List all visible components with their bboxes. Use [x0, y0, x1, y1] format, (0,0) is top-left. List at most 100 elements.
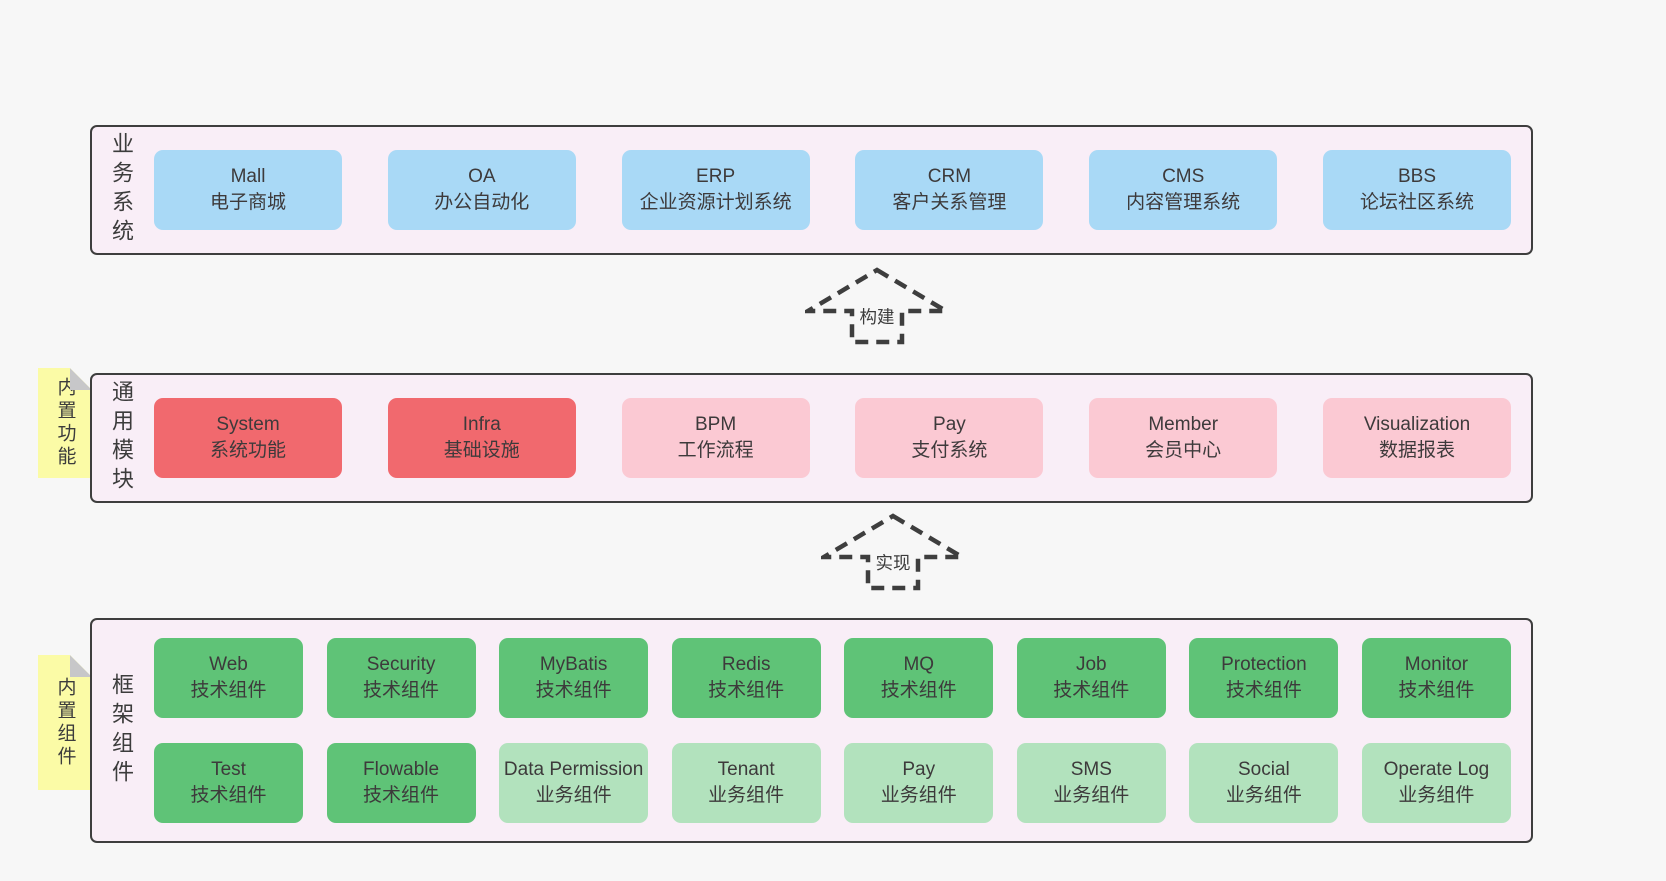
box-crm: CRM 客户关系管理 — [855, 150, 1044, 230]
arrow-label: 构建 — [856, 304, 898, 329]
box-title: CRM — [927, 165, 972, 187]
box-subtitle: 企业资源计划系统 — [639, 192, 792, 213]
section-label-framework-components: 框架组件 — [109, 672, 134, 789]
box-title: MyBatis — [539, 653, 608, 675]
section-label-common-modules: 通用模块 — [109, 380, 134, 496]
section-business-systems: 业务系统 Mall 电子商城 OA 办公自动化 ERP 企业资源计划系统 CRM… — [90, 125, 1533, 255]
box-subtitle: 数据报表 — [1378, 440, 1455, 461]
box-title: Web — [209, 653, 248, 675]
box-job: Job 技术组件 — [1016, 638, 1166, 718]
box-subtitle: 基础设施 — [443, 440, 520, 461]
box-test: Test 技术组件 — [154, 743, 303, 823]
box-oa: OA 办公自动化 — [387, 150, 576, 230]
note-built-in-components: 内置组件 — [38, 655, 92, 790]
section-framework-components: 框架组件 Web 技术组件 Security 技术组件 MyBatis 技术组件… — [90, 618, 1533, 843]
box-monitor: Monitor 技术组件 — [1361, 638, 1511, 718]
box-protection: Protection 技术组件 — [1189, 638, 1339, 718]
box-title: System — [216, 413, 280, 435]
box-subtitle: 系统功能 — [209, 440, 286, 461]
arrow-label: 实现 — [872, 550, 914, 575]
components-rows: Web 技术组件 Security 技术组件 MyBatis 技术组件 Redi… — [150, 620, 1531, 841]
components-row-1: Web 技术组件 Security 技术组件 MyBatis 技术组件 Redi… — [154, 638, 1511, 718]
box-social: Social 业务组件 — [1189, 743, 1339, 823]
box-visualization: Visualization 数据报表 — [1322, 398, 1511, 478]
box-subtitle: 业务组件 — [880, 785, 957, 806]
box-subtitle: 业务组件 — [1225, 785, 1302, 806]
note-label: 内置组件 — [54, 676, 76, 769]
box-title: Pay — [902, 758, 936, 780]
folded-corner-icon — [70, 368, 92, 390]
box-title: Infra — [462, 413, 501, 435]
box-redis: Redis 技术组件 — [671, 638, 821, 718]
box-mybatis: MyBatis 技术组件 — [499, 638, 649, 718]
box-title: Visualization — [1363, 413, 1471, 435]
box-title: Data Permission — [503, 758, 644, 780]
box-subtitle: 技术组件 — [1398, 680, 1475, 701]
box-title: Member — [1148, 413, 1219, 435]
box-pay-component: Pay 业务组件 — [844, 743, 994, 823]
box-title: Redis — [721, 653, 771, 675]
box-subtitle: 办公自动化 — [434, 192, 530, 213]
box-cms: CMS 内容管理系统 — [1089, 150, 1278, 230]
box-subtitle: 技术组件 — [363, 680, 440, 701]
box-title: ERP — [696, 165, 736, 187]
box-subtitle: 技术组件 — [190, 785, 267, 806]
box-subtitle: 技术组件 — [1225, 680, 1302, 701]
box-title: SMS — [1070, 758, 1112, 780]
box-sms: SMS 业务组件 — [1016, 743, 1166, 823]
box-title: Monitor — [1404, 653, 1469, 675]
box-erp: ERP 企业资源计划系统 — [621, 150, 810, 230]
box-title: Tenant — [717, 758, 775, 780]
arrow-build: 构建 — [805, 267, 949, 345]
box-infra: Infra 基础设施 — [387, 398, 576, 478]
box-mq: MQ 技术组件 — [844, 638, 994, 718]
box-title: Mall — [230, 165, 266, 187]
box-title: Pay — [933, 413, 966, 435]
box-subtitle: 工作流程 — [677, 440, 754, 461]
box-subtitle: 电子商城 — [209, 192, 286, 213]
arrow-implement: 实现 — [821, 513, 965, 591]
box-bpm: BPM 工作流程 — [621, 398, 810, 478]
note-built-in-features: 内置功能 — [38, 368, 92, 478]
box-title: OA — [468, 165, 496, 187]
box-title: Test — [211, 758, 246, 780]
box-title: Social — [1238, 758, 1290, 780]
box-subtitle: 技术组件 — [363, 785, 440, 806]
box-subtitle: 技术组件 — [708, 680, 785, 701]
box-system: System 系统功能 — [154, 398, 342, 478]
box-subtitle: 会员中心 — [1145, 440, 1222, 461]
business-boxes-row: Mall 电子商城 OA 办公自动化 ERP 企业资源计划系统 CRM 客户关系… — [150, 127, 1531, 253]
section-label-business-systems: 业务系统 — [109, 132, 134, 248]
box-subtitle: 论坛社区系统 — [1359, 192, 1474, 213]
components-row-2: Test 技术组件 Flowable 技术组件 Data Permission … — [154, 743, 1511, 823]
box-subtitle: 支付系统 — [911, 440, 988, 461]
box-title: CMS — [1162, 165, 1205, 187]
box-title: BBS — [1397, 165, 1436, 187]
modules-boxes-row: System 系统功能 Infra 基础设施 BPM 工作流程 Pay 支付系统… — [150, 375, 1531, 501]
up-arrow-icon — [821, 513, 965, 591]
box-mall: Mall 电子商城 — [154, 150, 342, 230]
up-arrow-icon — [805, 267, 949, 345]
box-title: Flowable — [363, 758, 440, 780]
box-operate-log: Operate Log 业务组件 — [1361, 743, 1511, 823]
box-title: BPM — [695, 413, 737, 435]
box-title: MQ — [903, 653, 935, 675]
box-pay-system: Pay 支付系统 — [855, 398, 1044, 478]
box-bbs: BBS 论坛社区系统 — [1322, 150, 1511, 230]
box-security: Security 技术组件 — [326, 638, 476, 718]
box-tenant: Tenant 业务组件 — [671, 743, 821, 823]
box-title: Security — [366, 653, 436, 675]
box-subtitle: 业务组件 — [1398, 785, 1475, 806]
box-subtitle: 技术组件 — [880, 680, 957, 701]
box-title: Operate Log — [1383, 758, 1490, 780]
box-subtitle: 内容管理系统 — [1126, 192, 1241, 213]
section-common-modules: 通用模块 System 系统功能 Infra 基础设施 BPM 工作流程 Pay… — [90, 373, 1533, 503]
box-subtitle: 业务组件 — [535, 785, 612, 806]
box-title: Protection — [1221, 653, 1307, 675]
box-member: Member 会员中心 — [1089, 398, 1278, 478]
box-web: Web 技术组件 — [154, 638, 303, 718]
box-subtitle: 业务组件 — [1053, 785, 1130, 806]
note-label: 内置功能 — [54, 377, 76, 469]
box-title: Job — [1075, 653, 1107, 675]
box-subtitle: 技术组件 — [535, 680, 612, 701]
